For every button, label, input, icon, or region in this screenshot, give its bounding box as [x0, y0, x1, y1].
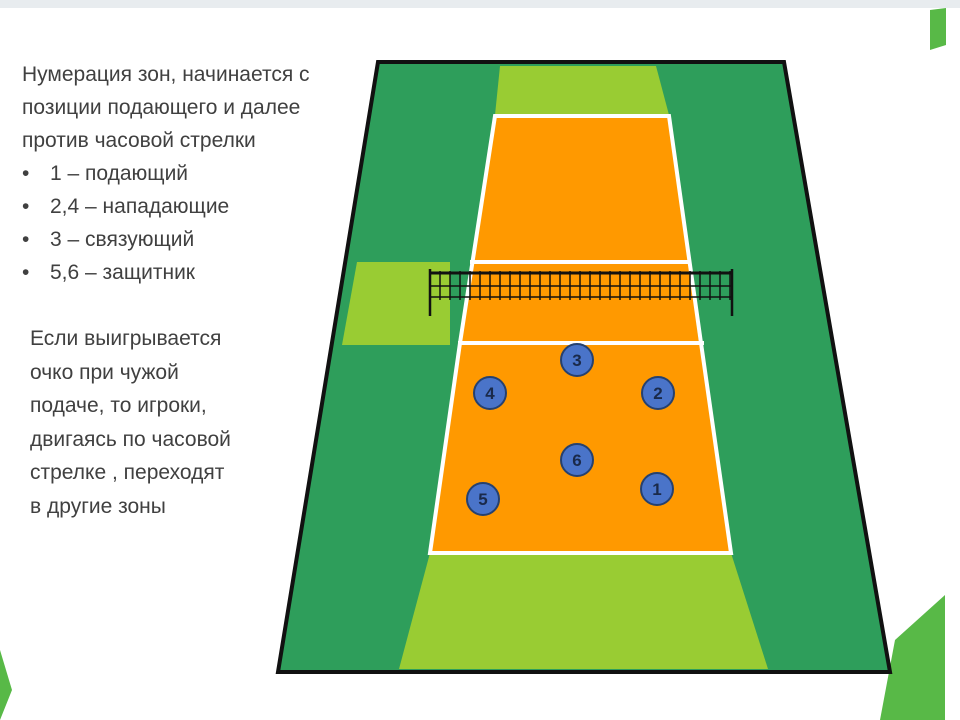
player-zone-1: 1 — [640, 472, 674, 506]
note-line: Если выигрывается — [30, 327, 222, 350]
note-line: двигаясь по часовой — [30, 427, 231, 451]
bullet-icon: • — [22, 162, 30, 185]
player-number-2: 2 — [653, 384, 662, 403]
player-zone-2: 2 — [641, 376, 675, 410]
player-zone-6: 6 — [560, 443, 594, 477]
rotation-note: Если выигрывается очко при чужой подаче,… — [30, 322, 290, 523]
player-number-4: 4 — [485, 384, 495, 403]
player-marker-5 — [466, 482, 500, 516]
role-item: • 3 – связующий — [22, 223, 362, 256]
net — [428, 269, 734, 316]
note-line: подаче, то игроки, — [30, 394, 207, 417]
role-item: • 2,4 – нападающие — [22, 190, 362, 223]
player-number-1: 1 — [652, 480, 661, 499]
role-item: • 5,6 – защитник — [22, 256, 362, 289]
player-marker-2 — [641, 376, 675, 410]
slide-accent-left — [0, 650, 12, 720]
player-marker-1 — [640, 472, 674, 506]
player-number-6: 6 — [572, 451, 581, 470]
far-free-zone — [495, 66, 669, 115]
intro-line: против часовой стрелки — [22, 129, 256, 152]
intro-line: позиции подающего и далее — [22, 96, 301, 119]
player-zone-4: 4 — [473, 376, 507, 410]
bullet-icon: • — [22, 261, 30, 284]
zone-numbering-text: Нумерация зон, начинается с позиции пода… — [22, 58, 362, 289]
player-number-5: 5 — [478, 490, 487, 509]
role-text: 5,6 – защитник — [50, 261, 195, 284]
note-line: стрелке , переходят — [30, 461, 225, 484]
near-free-zone — [399, 553, 768, 669]
slide-accent-bottom — [880, 595, 945, 720]
slide-accent-top — [930, 8, 946, 50]
player-zone-3: 3 — [560, 343, 594, 377]
player-marker-6 — [560, 443, 594, 477]
bullet-icon: • — [22, 195, 30, 218]
side-zone-left — [342, 262, 450, 345]
role-list: • 1 – подающий • 2,4 – нападающие • 3 – свя… — [22, 157, 362, 289]
slide-top-bar — [0, 0, 960, 8]
player-marker-3 — [560, 343, 594, 377]
note-line: очко при чужой — [30, 360, 179, 384]
player-number-3: 3 — [572, 351, 581, 370]
player-marker-4 — [473, 376, 507, 410]
far-court-lines — [458, 114, 703, 344]
role-text: 3 – связующий — [50, 228, 195, 251]
far-court-half — [460, 116, 699, 343]
role-text: 1 – подающий — [50, 162, 189, 185]
role-text: 2,4 – нападающие — [50, 195, 230, 218]
intro-line: Нумерация зон, начинается с — [22, 63, 310, 86]
role-item: • 1 – подающий — [22, 157, 362, 190]
bullet-icon: • — [22, 228, 30, 251]
player-zone-5: 5 — [466, 482, 500, 516]
note-line: в другие зоны — [30, 494, 166, 518]
near-court-lines — [427, 342, 734, 555]
